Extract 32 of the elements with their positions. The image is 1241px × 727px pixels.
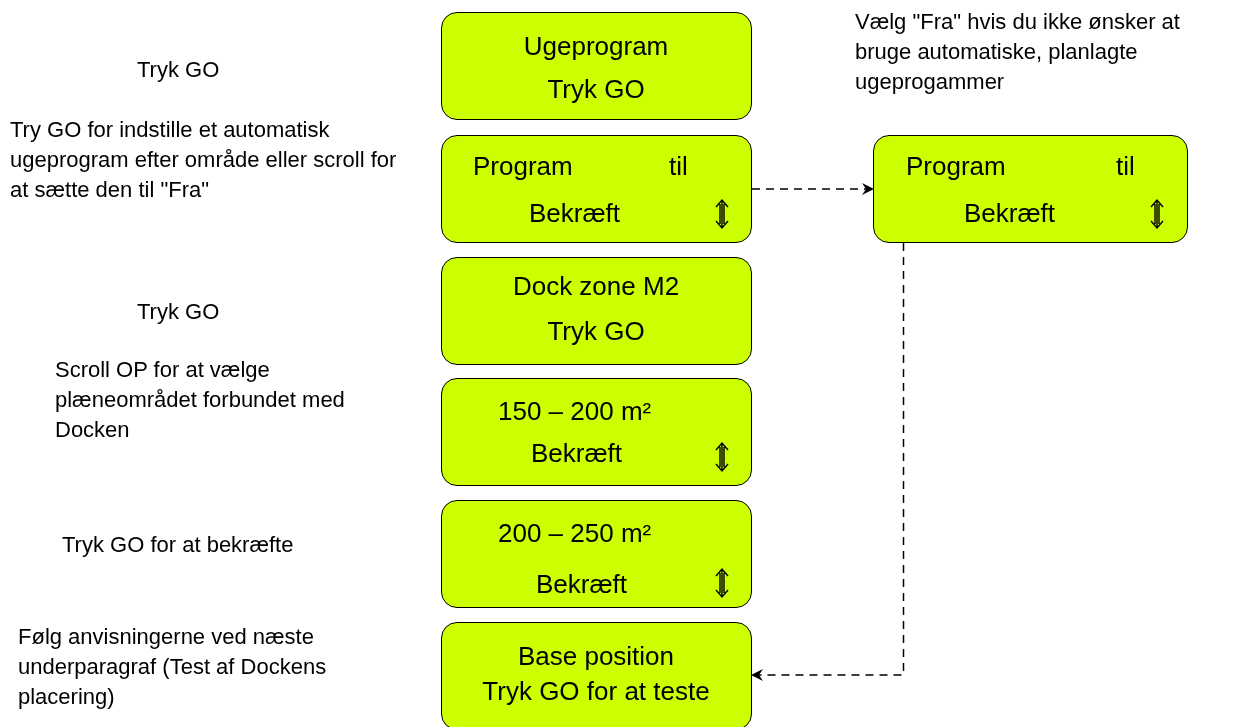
- instruction-text: Try GO for indstille et automatisk ugeprogram efter område eller scroll for at sætte den til "Fra": [10, 116, 398, 204]
- lcd-screen: [441, 378, 752, 486]
- dashed-arrow: [751, 183, 874, 195]
- instruction-text: Følg anvisningerne ved næste underparagraf (Test af Dockens placering): [18, 623, 328, 711]
- screen-text: Base position: [516, 641, 676, 671]
- lcd-screen: [441, 257, 752, 365]
- lcd-screen: [441, 500, 752, 608]
- screen-text: Bekræft: [529, 198, 621, 228]
- instruction-text: Tryk GO for at bekræfte: [62, 531, 295, 559]
- screen-text: 200 – 250 m²: [498, 518, 652, 548]
- screen-text: Tryk GO for at teste: [481, 676, 711, 706]
- instruction-text: Tryk GO: [137, 298, 221, 326]
- lcd-screen: [441, 135, 752, 243]
- instruction-text: Tryk GO: [137, 56, 221, 84]
- screen-text: Tryk GO: [546, 74, 646, 104]
- screen-text: Tryk GO: [546, 316, 646, 346]
- screen-text: til: [1116, 151, 1135, 181]
- note-text: Vælg "Fra" hvis du ikke ønsker at bruge automatiske, planlagte ugeprogammer: [855, 8, 1181, 96]
- screen-text: Program: [906, 151, 1006, 181]
- lcd-screen: [441, 622, 752, 727]
- screen-text: 150 – 200 m²: [498, 396, 652, 426]
- screen-text: Program: [473, 151, 573, 181]
- lcd-screen: [441, 12, 752, 120]
- instruction-text: Scroll OP for at vælge plæneområdet forbundet med Docken: [55, 356, 346, 444]
- lcd-screen: [873, 135, 1188, 243]
- screen-text: Bekræft: [964, 198, 1056, 228]
- dashed-arrow: [751, 242, 905, 681]
- screen-text: Ugeprogram: [522, 31, 670, 61]
- screen-text: Dock zone M2: [511, 271, 681, 301]
- screen-text: Bekræft: [536, 569, 628, 599]
- screen-text: til: [669, 151, 688, 181]
- screen-text: Bekræft: [531, 438, 623, 468]
